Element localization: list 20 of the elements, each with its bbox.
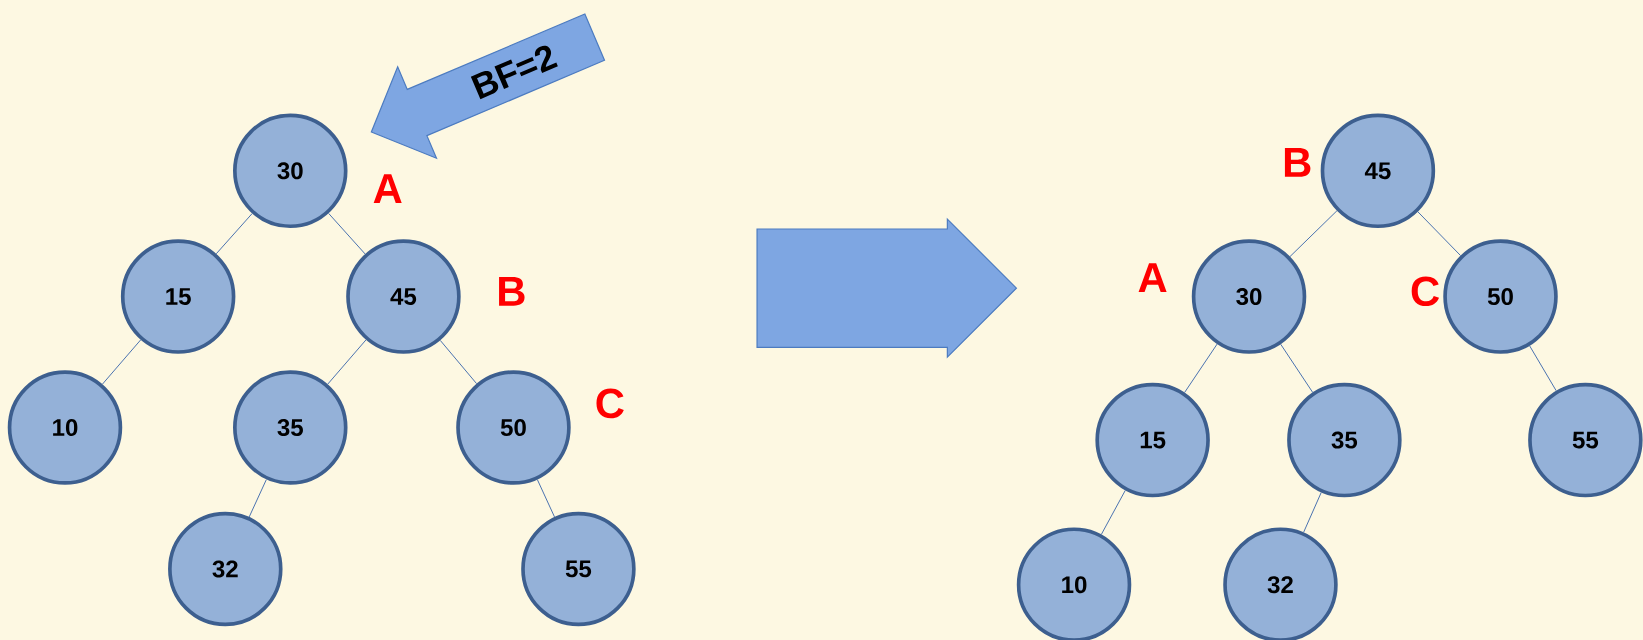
node-letter: A bbox=[1138, 263, 1167, 292]
tree-edge bbox=[1280, 343, 1314, 393]
tree-edge bbox=[1184, 343, 1218, 393]
tree-edge bbox=[328, 212, 366, 255]
tree-edge bbox=[215, 212, 253, 255]
node-letter: B bbox=[499, 276, 525, 306]
tree-edge bbox=[1100, 489, 1126, 535]
tree-edge bbox=[1529, 345, 1557, 392]
node-letter: A bbox=[373, 174, 402, 203]
tree-edge bbox=[248, 478, 267, 518]
tree-edge bbox=[439, 339, 478, 385]
node-letter: C bbox=[596, 388, 624, 419]
node-letter: B bbox=[1284, 147, 1311, 177]
node-letter: C bbox=[1411, 276, 1439, 306]
tree-edge bbox=[1289, 210, 1338, 257]
tree-edge bbox=[1303, 491, 1322, 533]
tree-edge bbox=[1417, 211, 1462, 256]
tree-edge bbox=[327, 339, 367, 385]
tree-edge bbox=[101, 339, 142, 385]
tree-edge bbox=[536, 478, 555, 518]
